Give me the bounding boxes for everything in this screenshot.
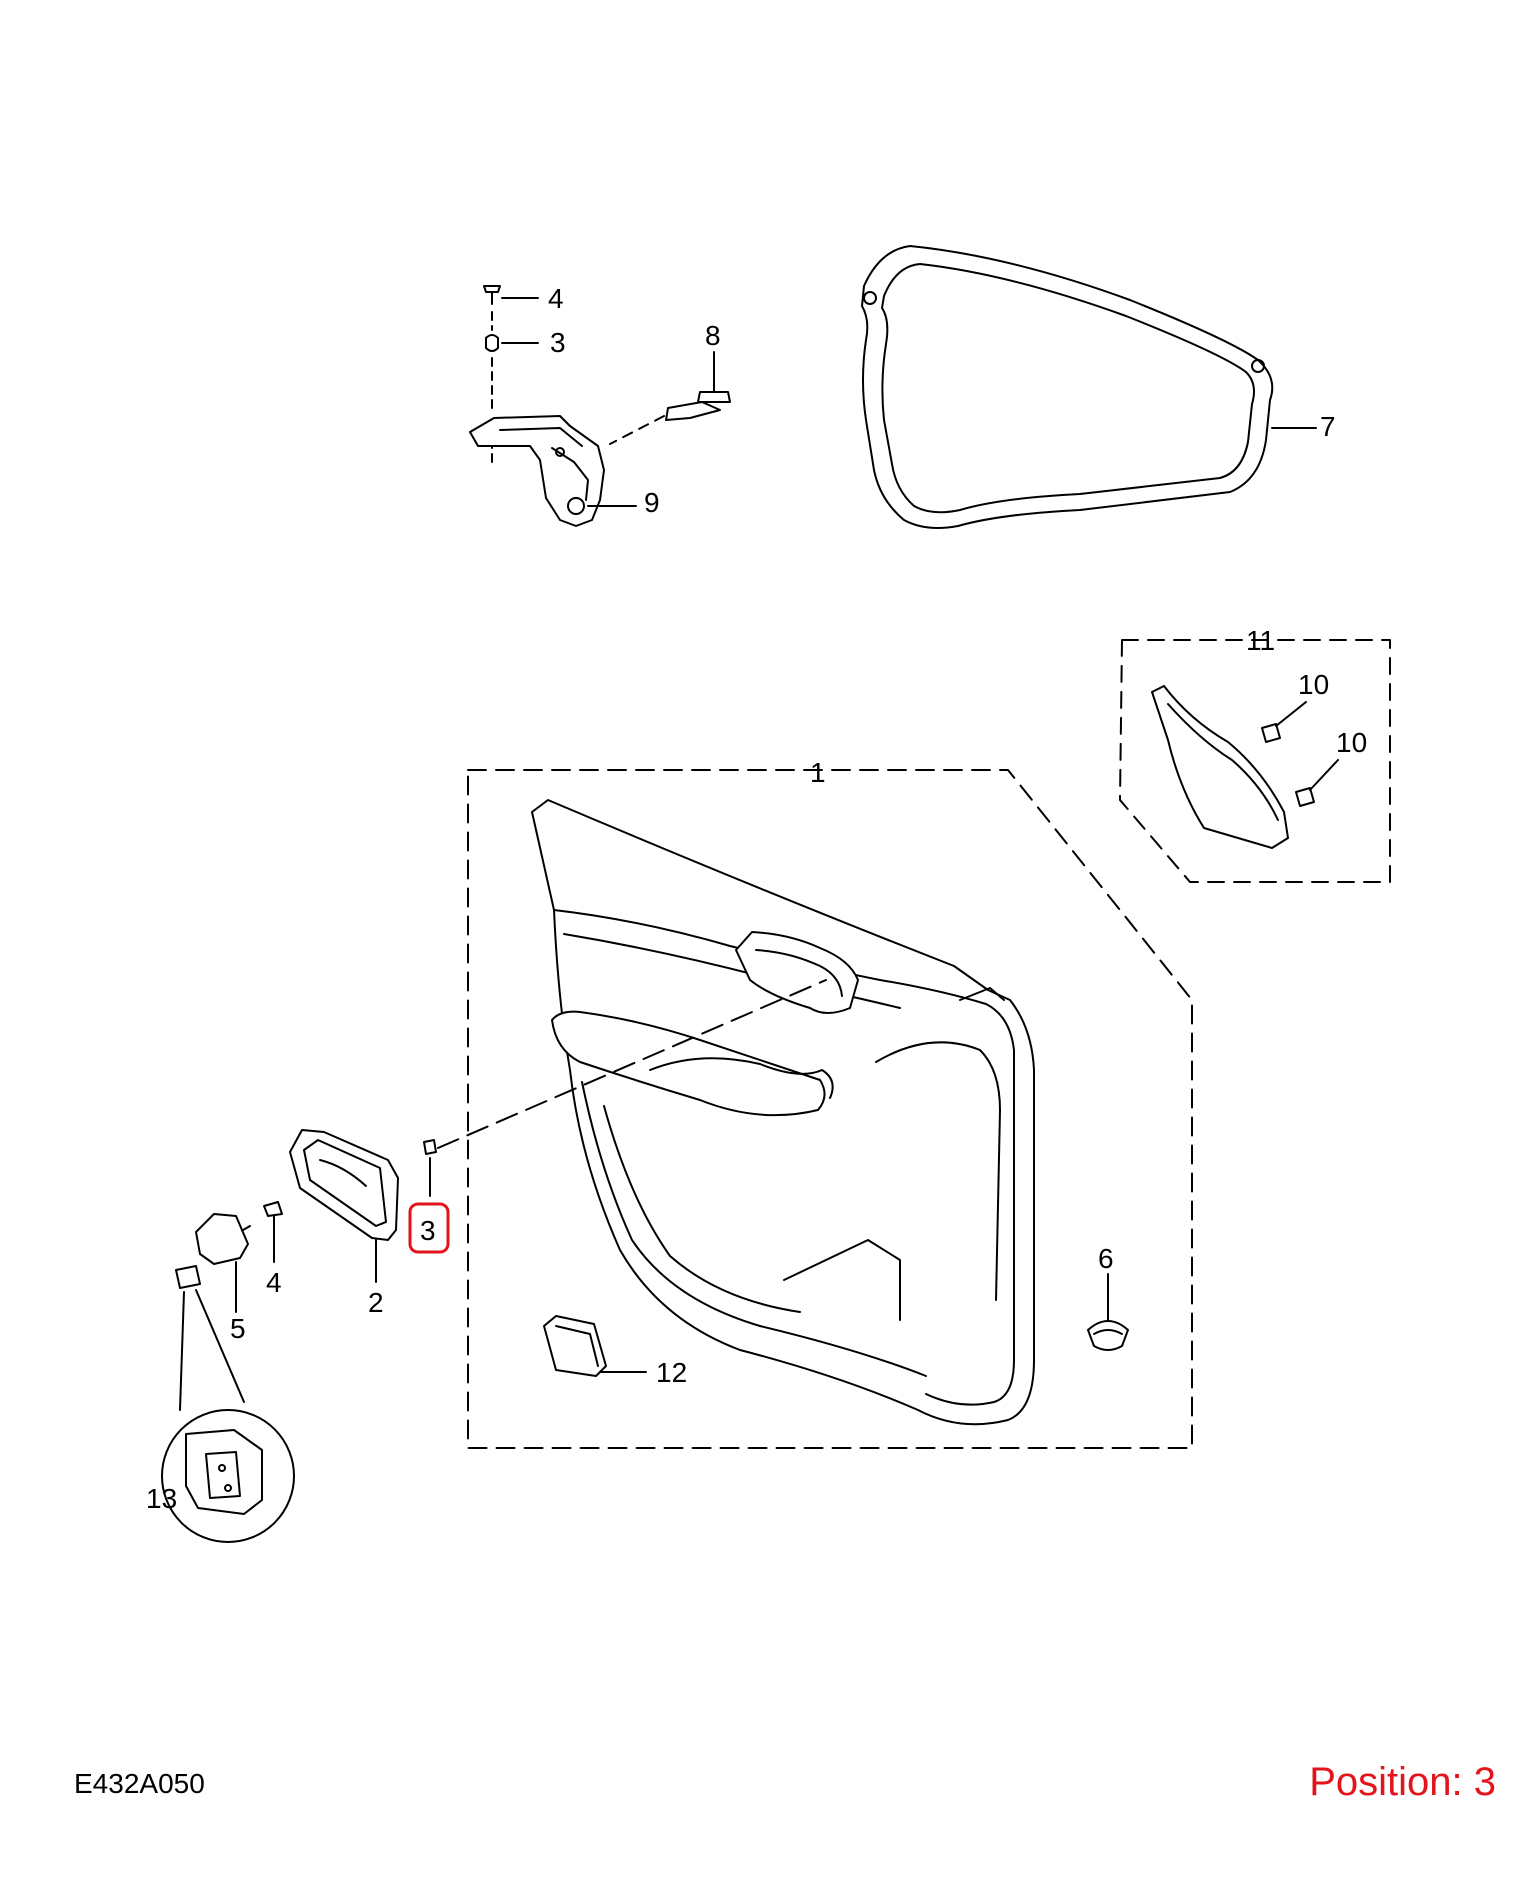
callout-3-top[interactable]: 3 [550, 327, 566, 358]
cover-5 [195, 1213, 249, 1313]
door-seal-7 [861, 245, 1317, 529]
callout-8[interactable]: 8 [705, 320, 721, 351]
bolt-8 [609, 351, 731, 445]
callout-2[interactable]: 2 [368, 1287, 384, 1318]
callout-9[interactable]: 9 [644, 487, 660, 518]
callout-4-handle[interactable]: 4 [266, 1267, 282, 1298]
fastener-10-upper [1261, 701, 1307, 743]
callout-13[interactable]: 13 [146, 1483, 177, 1514]
trim-group-11 [1119, 639, 1391, 883]
door-trim-panel [531, 799, 1035, 1426]
callout-11[interactable]: 11 [1246, 625, 1275, 656]
bracket-9 [469, 415, 637, 527]
fastener-10-lower [1295, 759, 1339, 807]
diagram-code: E432A050 [74, 1768, 205, 1799]
position-label: Position: 3 [1309, 1760, 1496, 1804]
callout-5[interactable]: 5 [230, 1313, 246, 1344]
callout-1[interactable]: 1 [810, 757, 826, 788]
assembly-line-handle [437, 979, 827, 1149]
callout-12[interactable]: 12 [656, 1357, 687, 1388]
clip-3-handle [423, 1139, 437, 1197]
callout-10-upper[interactable]: 10 [1298, 669, 1329, 700]
callout-6[interactable]: 6 [1098, 1243, 1114, 1274]
pad-12 [543, 1315, 647, 1377]
clip-3-top [485, 334, 539, 352]
clip-6 [1087, 1273, 1129, 1351]
callout-3-selected[interactable]: 3 [420, 1215, 436, 1246]
door-panel-group-1 [467, 769, 1193, 1449]
callout-4-top[interactable]: 4 [548, 283, 564, 314]
selected-callout-highlight [408, 1202, 450, 1254]
screw-4-top [483, 285, 539, 305]
switch-13 [161, 1265, 295, 1543]
callout-10-lower[interactable]: 10 [1336, 727, 1367, 758]
callout-7[interactable]: 7 [1320, 411, 1336, 442]
door-handle-2 [289, 1129, 399, 1283]
